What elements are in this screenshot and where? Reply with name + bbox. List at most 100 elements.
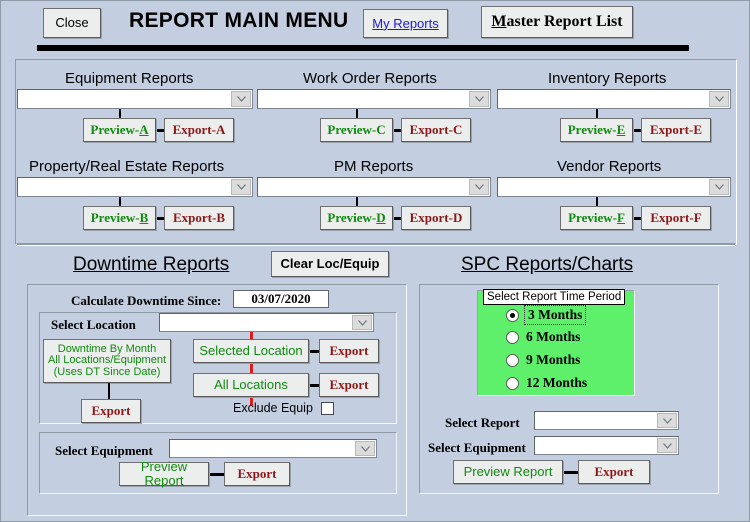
preview-e-label: Preview-E — [567, 122, 626, 138]
connector-inventory — [596, 109, 598, 121]
downtime-section-title: Downtime Reports — [73, 254, 230, 275]
downtime-by-month-button[interactable]: Downtime By Month All Locations/Equipmen… — [43, 339, 171, 383]
chevron-down-icon[interactable] — [469, 179, 489, 195]
selected-location-label: Selected Location — [199, 343, 303, 359]
downtime-equipment-export-button[interactable]: Export — [224, 462, 290, 486]
export-d-button[interactable]: Export-D — [401, 206, 471, 230]
select-location-label: Select Location — [51, 317, 136, 332]
preview-e-button[interactable]: Preview-E — [560, 118, 633, 142]
spc-report-select[interactable] — [534, 411, 679, 430]
work-order-reports-select[interactable] — [257, 89, 491, 109]
downtime-preview-report-label: Preview Report — [140, 459, 188, 488]
downtime-preview-report-button[interactable]: Preview Report — [119, 459, 209, 488]
spc-equipment-select[interactable] — [534, 436, 679, 455]
export-e-button[interactable]: Export-E — [641, 118, 711, 142]
connector-spc-preview-h — [564, 471, 578, 474]
pm-reports-select[interactable] — [257, 177, 491, 197]
downtime-since-date-value: 03/07/2020 — [251, 291, 311, 306]
chevron-down-icon[interactable] — [709, 91, 729, 107]
export-d-label: Export-D — [409, 210, 463, 226]
group-title-pm-reports: PM Reports — [334, 158, 414, 175]
equipment-reports-select[interactable] — [17, 89, 253, 109]
connector-selected-location-h — [310, 350, 319, 353]
group-title-equipment-reports: Equipment Reports — [65, 70, 194, 87]
chevron-down-icon[interactable] — [657, 438, 677, 453]
connector-equipment — [119, 109, 121, 121]
preview-b-label: Preview-B — [90, 210, 149, 226]
spc-option-9-months[interactable]: 9 Months — [506, 352, 580, 368]
export-f-button[interactable]: Export-F — [641, 206, 711, 230]
downtime-by-month-export-label: Export — [91, 403, 131, 419]
export-b-button[interactable]: Export-B — [164, 206, 234, 230]
property-reports-select[interactable] — [17, 177, 253, 197]
chevron-down-icon[interactable] — [657, 413, 677, 428]
header-divider — [37, 45, 689, 51]
downtime-location-select[interactable] — [159, 313, 374, 332]
chevron-down-icon[interactable] — [355, 441, 375, 456]
master-report-list-label: Master Report List — [491, 12, 622, 31]
connector-pm — [356, 197, 358, 209]
connector-property — [119, 197, 121, 209]
all-locations-export-button[interactable]: Export — [319, 373, 379, 397]
downtime-equipment-select[interactable] — [169, 439, 377, 458]
preview-b-button[interactable]: Preview-B — [83, 206, 156, 230]
radio-selected-icon[interactable] — [506, 308, 519, 322]
chevron-down-icon[interactable] — [709, 179, 729, 195]
selected-location-export-button[interactable]: Export — [319, 339, 379, 363]
downtime-since-date-field[interactable]: 03/07/2020 — [233, 290, 329, 308]
chevron-down-icon[interactable] — [469, 91, 489, 107]
downtime-by-month-export-button[interactable]: Export — [81, 399, 141, 423]
chevron-down-icon[interactable] — [231, 179, 251, 195]
connector-work-order — [356, 109, 358, 121]
preview-a-label: Preview-A — [90, 122, 149, 138]
connector-pm-h — [394, 217, 401, 220]
preview-f-label: Preview-F — [568, 210, 625, 226]
vendor-reports-select[interactable] — [497, 177, 731, 197]
preview-a-button[interactable]: Preview-A — [83, 118, 156, 142]
downtime-by-month-line3: (Uses DT Since Date) — [53, 365, 161, 378]
spc-export-button[interactable]: Export — [578, 460, 650, 484]
chevron-down-icon[interactable] — [352, 315, 372, 330]
all-locations-label: All Locations — [214, 377, 288, 393]
close-button[interactable]: Close — [43, 8, 101, 38]
connector-by-month — [108, 383, 110, 399]
exclude-equip-checkbox[interactable] — [321, 402, 334, 415]
export-a-button[interactable]: Export-A — [164, 118, 234, 142]
export-e-label: Export-E — [650, 122, 702, 138]
downtime-select-equipment-label: Select Equipment — [55, 443, 153, 458]
preview-d-button[interactable]: Preview-D — [320, 206, 393, 230]
all-locations-button[interactable]: All Locations — [193, 373, 309, 397]
chevron-down-icon[interactable] — [231, 91, 251, 107]
connector-all-locations-h — [310, 384, 319, 387]
preview-c-button[interactable]: Preview-C — [320, 118, 393, 142]
spc-option-12-months[interactable]: 12 Months — [506, 375, 587, 391]
clear-loc-equip-button[interactable]: Clear Loc/Equip — [271, 251, 389, 277]
spc-option-12-months-label: 12 Months — [526, 375, 588, 390]
spc-section-title: SPC Reports/Charts — [461, 254, 634, 275]
group-title-inventory-reports: Inventory Reports — [548, 70, 667, 87]
group-title-property-reports: Property/Real Estate Reports — [29, 158, 225, 175]
connector-inventory-h — [634, 129, 641, 132]
spc-option-6-months[interactable]: 6 Months — [506, 329, 580, 345]
preview-f-button[interactable]: Preview-F — [560, 206, 633, 230]
connector-equipment-h — [157, 129, 164, 132]
preview-d-label: Preview-D — [327, 210, 386, 226]
connector-downtime-preview-h — [210, 473, 224, 476]
spc-option-3-months-label: 3 Months — [523, 305, 587, 325]
selected-location-button[interactable]: Selected Location — [193, 339, 309, 363]
inventory-reports-select[interactable] — [497, 89, 731, 109]
radio-unselected-icon[interactable] — [506, 330, 519, 344]
my-reports-button[interactable]: My Reports — [363, 9, 448, 38]
connector-work-order-h — [394, 129, 401, 132]
spc-preview-report-button[interactable]: Preview Report — [453, 460, 563, 484]
downtime-by-month-line1: Downtime By Month — [57, 342, 157, 355]
master-report-list-accel: M — [491, 12, 507, 30]
radio-unselected-icon[interactable] — [506, 376, 519, 390]
radio-unselected-icon[interactable] — [506, 353, 519, 367]
connector-property-h — [157, 217, 164, 220]
master-report-list-button[interactable]: Master Report List — [481, 6, 633, 38]
spc-select-equipment-label: Select Equipment — [428, 440, 526, 455]
export-c-button[interactable]: Export-C — [401, 118, 471, 142]
group-title-work-order-reports: Work Order Reports — [303, 70, 437, 87]
spc-option-3-months[interactable]: 3 Months — [506, 305, 587, 325]
